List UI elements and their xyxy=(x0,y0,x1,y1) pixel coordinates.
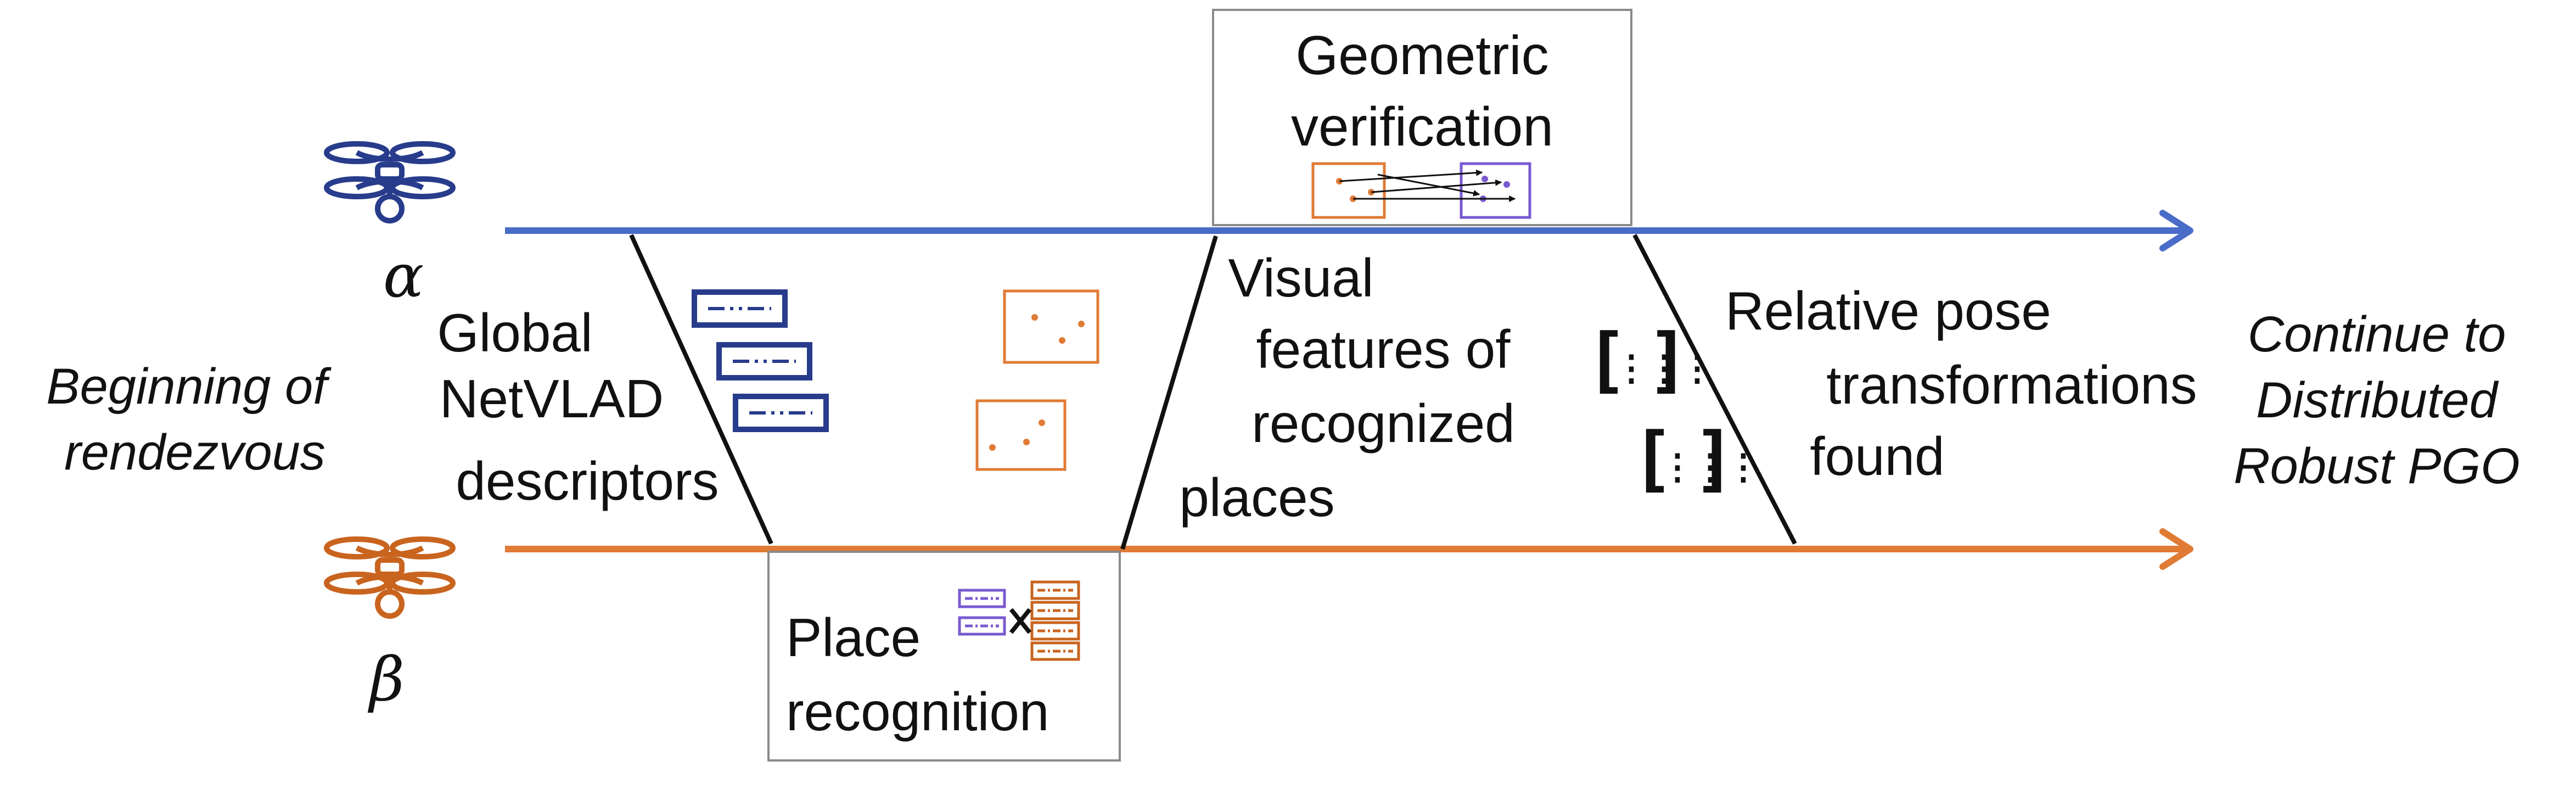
svg-text:[: [ xyxy=(1631,417,1674,500)
end-label-line-2: Distributed xyxy=(2256,372,2499,428)
visual-features-label-line-2: features of xyxy=(1256,319,1511,379)
descriptor-matching-icon xyxy=(958,580,1080,661)
relative-pose-label-line-3: found xyxy=(1810,426,1944,486)
place-recognition-label-line-1: Place xyxy=(786,607,921,668)
visual-features-label-line-3: recognized xyxy=(1251,393,1514,454)
feature-matching-icon xyxy=(1311,162,1531,219)
visual-features-arrow xyxy=(1120,235,1218,550)
end-label: Continue to Distributed Robust PGO xyxy=(2233,306,2520,494)
visual-features-label-line-4: places xyxy=(1179,467,1334,528)
beta-timeline-arrowhead xyxy=(2159,528,2193,570)
place-recognition-label-line-2: recognition xyxy=(786,681,1049,742)
svg-text:]: ] xyxy=(1647,318,1690,401)
descriptors-label-line-2: NetVLAD xyxy=(440,368,664,429)
alpha-timeline-arrowhead xyxy=(2159,210,2193,251)
beta-timeline xyxy=(505,528,2193,570)
visual-features-label-line-1: Visual xyxy=(1228,248,1373,308)
svg-text:⋮⋮⋮: ⋮⋮⋮ xyxy=(1660,447,1759,488)
beta-symbol: β xyxy=(367,644,405,714)
visual-features-label: Visual features of recognized places xyxy=(1179,248,1514,528)
relative-pose-label: Relative pose transformations found xyxy=(1725,281,2197,486)
alpha-symbol: α xyxy=(383,240,424,311)
matrix-icon: [ ] ⋮⋮⋮ [ ] ⋮⋮⋮ xyxy=(1585,318,1761,500)
descriptor-list-icon xyxy=(692,289,829,432)
end-label-line-1: Continue to xyxy=(2248,306,2506,362)
descriptors-label-line-3: descriptors xyxy=(456,451,719,511)
start-label-line-2: rendezvous xyxy=(64,424,325,480)
geometric-verification-box: Geometric verification xyxy=(1212,9,1632,226)
end-label-line-3: Robust PGO xyxy=(2233,438,2520,494)
relative-pose-label-line-2: transformations xyxy=(1826,355,2197,415)
geometric-verification-label-line-1: Geometric xyxy=(1295,25,1548,86)
svg-text:⋮⋮⋮: ⋮⋮⋮ xyxy=(1614,348,1713,389)
beta-drone-icon xyxy=(324,536,456,619)
descriptors-label-line-1: Global xyxy=(437,303,592,363)
descriptors-label: Global NetVLAD descriptors xyxy=(437,303,719,511)
alpha-drone-icon xyxy=(324,141,456,223)
svg-text:]: ] xyxy=(1693,417,1736,500)
relative-pose-label-line-1: Relative pose xyxy=(1725,281,2051,341)
keypoint-image-icon xyxy=(975,289,1099,471)
relative-pose-arrow xyxy=(1632,234,1797,545)
svg-text:[: [ xyxy=(1585,318,1628,401)
descriptors-arrow xyxy=(629,234,773,545)
alpha-timeline xyxy=(505,210,2193,251)
place-recognition-box: Place recognition xyxy=(767,551,1121,762)
geometric-verification-label-line-2: verification xyxy=(1291,96,1553,158)
start-label: Beginning of rendezvous xyxy=(46,359,332,480)
start-label-line-1: Beginning of xyxy=(46,359,332,415)
